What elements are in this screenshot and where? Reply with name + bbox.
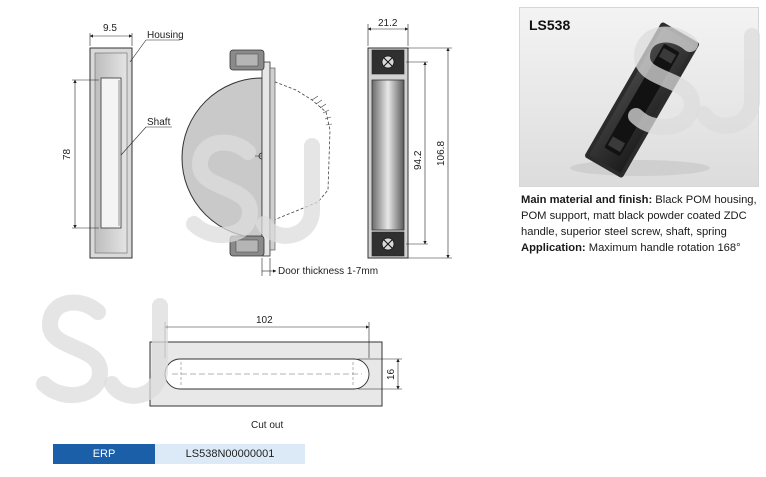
dim-height-text: 78 xyxy=(62,148,73,160)
housing-label: Housing xyxy=(147,30,184,41)
material-text: Black POM housing, POM support, matt bla… xyxy=(521,194,757,238)
application-text: Maximum handle rotation 168° xyxy=(585,242,741,254)
side-view: Door thickness 1-7mm xyxy=(181,49,378,277)
dim-side-width-text: 21.2 xyxy=(378,18,398,29)
front-view: 9.5 Housing Shaft 78 xyxy=(62,23,184,259)
dim-inner-text: 94.2 xyxy=(413,150,424,170)
dim-width-text: 9.5 xyxy=(103,23,117,34)
dim-overall-text: 106.8 xyxy=(436,141,447,166)
door-thickness-label: Door thickness 1-7mm xyxy=(278,266,378,277)
technical-drawing: 9.5 Housing Shaft 78 Doo xyxy=(62,18,452,431)
cutout-label: Cut out xyxy=(251,420,283,431)
dim-cutout-length-text: 102 xyxy=(256,315,273,326)
product-photo xyxy=(570,22,710,178)
erp-label: ERP xyxy=(53,444,155,464)
rear-view: 21.2 94.2 106.8 xyxy=(367,18,452,259)
product-description: Main material and finish: Black POM hous… xyxy=(521,192,765,256)
material-label: Main material and finish: xyxy=(521,194,653,206)
dim-cutout-height-text: 16 xyxy=(386,368,397,380)
application-label: Application: xyxy=(521,242,586,254)
cutout-view: 102 16 Cut out xyxy=(149,315,402,431)
shaft-label: Shaft xyxy=(147,117,171,128)
product-code: LS538 xyxy=(529,17,571,33)
erp-row: ERP LS538N00000001 xyxy=(53,444,305,464)
erp-value: LS538N00000001 xyxy=(155,444,305,464)
product-photo-panel: LS538 xyxy=(519,7,759,187)
